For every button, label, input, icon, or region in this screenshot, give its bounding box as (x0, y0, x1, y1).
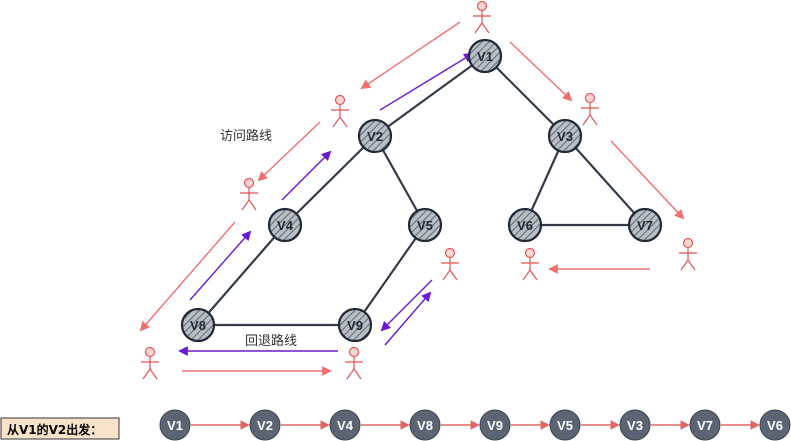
sequence-node-circle (549, 409, 581, 441)
node-circle (337, 307, 373, 343)
sequence-node-circle (409, 409, 441, 441)
sequence-node-circle (249, 409, 281, 441)
sequence-node: V7 (689, 409, 721, 441)
sequence-node-circle (619, 409, 651, 441)
graph-edges (196, 54, 647, 327)
sequence-node: V1 (159, 409, 191, 441)
node-v4: V4 (267, 207, 303, 243)
sequence-node: V8 (409, 409, 441, 441)
sequence-node-label: V3 (627, 418, 643, 433)
sequence-node-circle (759, 409, 791, 441)
node-circle (627, 207, 663, 243)
visit-arrow-1 (189, 230, 252, 301)
node-circle (180, 307, 216, 343)
walker-figures (141, 0, 697, 380)
sequence-node-label: V1 (167, 418, 183, 433)
sequence-node-label: V2 (257, 418, 273, 433)
node-v8: V8 (180, 307, 216, 343)
node-label: V9 (347, 318, 363, 333)
walker-figure-icon (345, 346, 363, 380)
walker-figure-icon (679, 237, 697, 271)
node-label: V6 (517, 218, 533, 233)
sequence-node-circle (329, 409, 361, 441)
back-arrow-1 (360, 21, 461, 90)
edge-v4-v8 (196, 223, 287, 327)
sequence-node-label: V4 (337, 418, 354, 433)
node-label: V1 (477, 49, 493, 64)
sequence-node-label: V9 (487, 418, 503, 433)
visit-arrow-v5-v9 (380, 279, 433, 332)
sequence-node-label: V5 (557, 418, 573, 433)
back-arrow-2 (257, 121, 321, 182)
walker-figure-icon (331, 94, 349, 128)
sequence-node-circle (479, 409, 511, 441)
walker-figure-icon (441, 247, 459, 281)
node-v2: V2 (357, 118, 393, 154)
edge-v1-v3 (483, 54, 567, 138)
node-circle (357, 118, 393, 154)
node-v3: V3 (547, 118, 583, 154)
edge-v1-v2 (373, 54, 487, 138)
walker-figure-icon (240, 177, 258, 211)
node-label: V2 (367, 129, 383, 144)
node-circle (547, 118, 583, 154)
sequence-node: V4 (329, 409, 361, 441)
visit-path-label: 访问路线 (220, 128, 272, 144)
node-circle (507, 207, 543, 243)
edge-v3-v7 (563, 134, 647, 227)
back-arrow-6 (610, 140, 685, 220)
back-arrow-3 (139, 221, 236, 332)
node-circle (267, 207, 303, 243)
caption-box: 从V1的V2出发： (0, 417, 120, 440)
node-label: V5 (417, 218, 433, 233)
visit-arrow-4 (384, 291, 432, 346)
walker-figure-icon (521, 247, 539, 281)
visit-arrow-3 (379, 52, 474, 111)
sequence-node-circle (689, 409, 721, 441)
sequence-node-label: V8 (417, 418, 433, 433)
node-label: V7 (637, 218, 653, 233)
sequence-node: V3 (619, 409, 651, 441)
edge-v2-v4 (283, 134, 377, 227)
node-v7: V7 (627, 207, 663, 243)
back-arrow-5 (509, 41, 573, 102)
node-label: V3 (557, 129, 573, 144)
walker-figure-icon (473, 0, 491, 34)
sequence-node: V9 (479, 409, 511, 441)
node-v9: V9 (337, 307, 373, 343)
edge-v5-v9 (353, 223, 427, 327)
sequence-node-label: V7 (697, 418, 713, 433)
sequence-node-label: V6 (767, 418, 783, 433)
walker-figure-icon (141, 346, 159, 380)
visit-arrow-2 (281, 150, 332, 201)
caption-text: 从V1的V2出发： (7, 422, 102, 437)
sequence-node: V2 (249, 409, 281, 441)
sequence-node: V6 (759, 409, 791, 441)
sequence-node-circle (159, 409, 191, 441)
traversal-arrows (139, 21, 685, 376)
node-label: V8 (190, 318, 206, 333)
node-circle (407, 207, 443, 243)
node-v6: V6 (507, 207, 543, 243)
node-v5: V5 (407, 207, 443, 243)
sequence-node: V5 (549, 409, 581, 441)
node-circle (467, 38, 503, 74)
back-path-label: 回退路线 (245, 333, 297, 349)
node-label: V4 (277, 218, 294, 233)
walker-figure-icon (581, 92, 599, 126)
traversal-sequence: V1 V2 V4 V8 V9 V5 V3 V7 V6 (159, 409, 791, 441)
node-v1: V1 (467, 38, 503, 74)
